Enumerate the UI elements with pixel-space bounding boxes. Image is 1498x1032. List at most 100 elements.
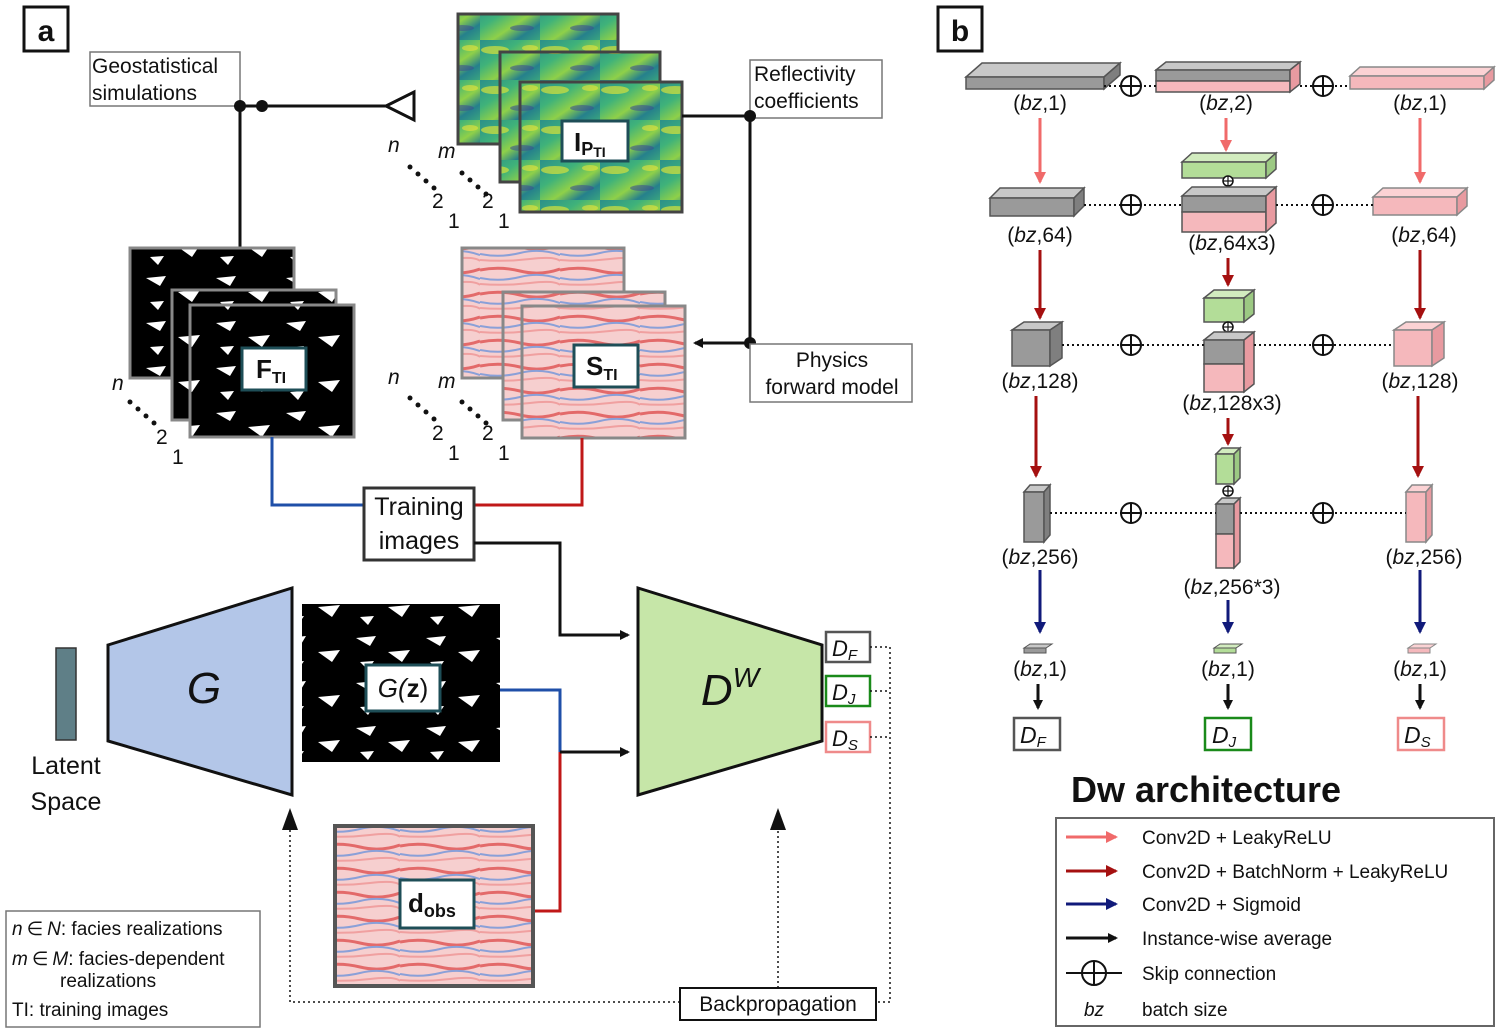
s-m-1: 1 (498, 442, 510, 465)
reflectivity-label-1: Reflectivity (754, 63, 856, 86)
panel-b-label-box (936, 5, 984, 53)
r5-right-label: (bz,1) (1393, 658, 1447, 681)
legend-bz-desc: batch size (1142, 1000, 1228, 1021)
geostat-label-1: Geostatistical (92, 55, 218, 78)
training-to-dw-arrow (474, 541, 630, 640)
r3-left-label: (bz,128) (1001, 370, 1078, 393)
r4-skip (1050, 502, 1406, 524)
ip-m-2: 2 (482, 190, 494, 213)
ds-label-a: DS (832, 726, 858, 754)
f-to-training-line (270, 437, 364, 507)
dobs-label: dobs (408, 888, 456, 921)
f-label-box (240, 346, 308, 392)
r3-right-label: (bz,128) (1381, 370, 1458, 393)
backprop-arrow-d (770, 808, 786, 830)
ds-label-b: DS (1404, 722, 1431, 751)
dj-label-a: DJ (832, 680, 856, 708)
geostat-box (89, 51, 241, 107)
r1-left-label: (bz,1) (1013, 92, 1067, 115)
row1 (964, 60, 1496, 94)
legend-skip-icon (1066, 960, 1122, 986)
r2-right-label: (bz,64) (1391, 224, 1456, 247)
r5-mid-label: (bz,1) (1201, 658, 1255, 681)
f-dots (127, 399, 157, 426)
geostat-junction-2 (256, 100, 268, 112)
latent-label-1: Latent (31, 752, 101, 780)
r1-mid-label: (bz,2) (1199, 92, 1253, 115)
df-label-a: DF (832, 636, 858, 664)
r2-skip (1084, 194, 1373, 216)
gz-label-box (364, 663, 442, 713)
legend-skip: Skip connection (1142, 964, 1276, 985)
physics-box (749, 343, 913, 403)
ip-image-front (518, 80, 684, 214)
latent-vector (55, 647, 77, 741)
backprop-label: Backpropagation (699, 993, 857, 1016)
panel-b: b (bz,1) (bz,2) (bz,1) (936, 5, 1496, 1027)
f-n: n (112, 372, 124, 395)
triangle-icon (382, 89, 416, 123)
legend-b-box (1055, 817, 1495, 1027)
panel-a-label-box (22, 5, 70, 53)
legend-a-box (5, 910, 261, 1028)
legend-conv-leaky: Conv2D + LeakyReLU (1142, 828, 1332, 849)
legend-a-line-2: m∈M: facies-dependent (12, 949, 225, 970)
architecture-title: Dw architecture (1071, 769, 1341, 810)
geostat-label-2: simulations (92, 82, 197, 105)
ip-n-2: 2 (432, 190, 444, 213)
legend-a-line-3: TI: training images (12, 1000, 168, 1021)
ip-label-box (560, 119, 630, 163)
df-box-a (824, 630, 872, 664)
f-label: FTI (256, 354, 286, 387)
r1-right-label: (bz,1) (1393, 92, 1447, 115)
row3 (1009, 288, 1447, 394)
generator-trapezoid (106, 585, 294, 798)
ip-n: n (388, 134, 400, 157)
s-dots (407, 395, 489, 426)
reflectivity-box (749, 59, 883, 119)
legend-conv-bn: Conv2D + BatchNorm + LeakyReLU (1142, 862, 1448, 883)
s-label-box (572, 343, 640, 389)
generator-label: G (187, 664, 221, 713)
df-box-b (1012, 716, 1062, 752)
r4-right-label: (bz,256) (1385, 546, 1462, 569)
legend-avg: Instance-wise average (1142, 929, 1332, 950)
row5 (1022, 643, 1438, 654)
panel-b-label: b (951, 15, 969, 48)
r4-mid-label: (bz,256*3) (1184, 576, 1281, 599)
physics-label-1: Physics (796, 349, 868, 372)
physics-label-2: forward model (765, 376, 898, 399)
backprop-box (679, 987, 877, 1021)
dobs-label-box (398, 878, 476, 930)
legend-a-line-2b: realizations (60, 971, 156, 992)
backprop-arrow-g (282, 808, 298, 830)
df-label-b: DF (1020, 722, 1047, 751)
legend-bz-key: bz (1084, 1000, 1105, 1021)
reflectivity-label-2: coefficients (754, 90, 859, 113)
r3-skip (1062, 334, 1394, 356)
s-n-2: 2 (432, 422, 444, 445)
r4-left-label: (bz,256) (1001, 546, 1078, 569)
s-m: m (438, 370, 456, 393)
panel-a-label: a (38, 15, 55, 48)
f-n-1: 1 (172, 446, 184, 469)
ip-n-1: 1 (448, 210, 460, 233)
training-label-2: images (379, 527, 460, 555)
legend-a-line-1: n∈N: facies realizations (12, 919, 222, 940)
ds-box-b (1396, 716, 1446, 752)
gz-label: G(z) (378, 673, 429, 703)
ip-dots (407, 164, 489, 197)
s-n: n (388, 366, 400, 389)
ip-m-1: 1 (498, 210, 510, 233)
discriminator-trapezoid (636, 585, 824, 798)
panel-a: a Geostatistical simulations IPTI n m 2 … (5, 5, 913, 1028)
latent-label-2: Space (31, 788, 102, 816)
s-n-1: 1 (448, 442, 460, 465)
ip-label: IPTI (574, 127, 606, 160)
r2-left-label: (bz,64) (1007, 224, 1072, 247)
r3-mid-label: (bz,128x3) (1182, 392, 1281, 415)
dobs-to-dw-line (534, 752, 562, 913)
dj-label-b: DJ (1212, 722, 1237, 751)
r1-skip (1104, 75, 1350, 97)
row4 (1022, 446, 1434, 570)
